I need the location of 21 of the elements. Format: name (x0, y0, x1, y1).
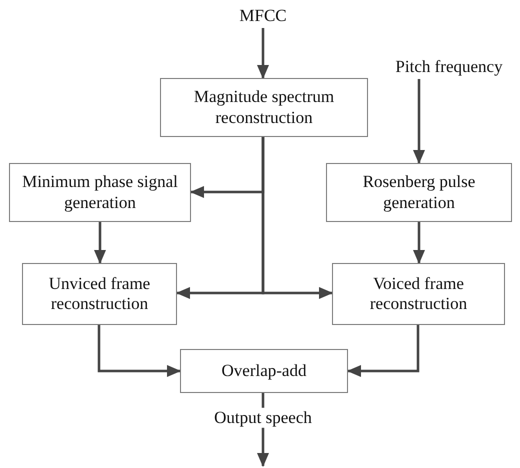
process-box (180, 349, 348, 393)
box-label: Rosenberg pulse generation (362, 172, 476, 213)
arrow (347, 325, 420, 377)
process-box (326, 163, 512, 222)
box-label: Overlap-add (222, 360, 306, 382)
box-label: Unviced frame reconstruction (48, 274, 152, 314)
box-label: Voiced frame reconstruction (368, 274, 468, 314)
arrow (262, 137, 333, 299)
process-box (160, 78, 368, 137)
input-label: MFCC (239, 6, 287, 26)
input-label: Pitch frequency (395, 56, 503, 78)
arrow (94, 222, 106, 264)
box-label: Magnitude spectrum reconstruction (192, 87, 336, 128)
arrow (413, 222, 425, 264)
process-box (332, 263, 505, 325)
box-label: Minimum phase signal generation (21, 172, 179, 213)
arrow (413, 79, 425, 164)
arrow (257, 28, 269, 79)
arrow (98, 325, 181, 377)
process-box (9, 163, 191, 222)
process-box (22, 263, 177, 325)
